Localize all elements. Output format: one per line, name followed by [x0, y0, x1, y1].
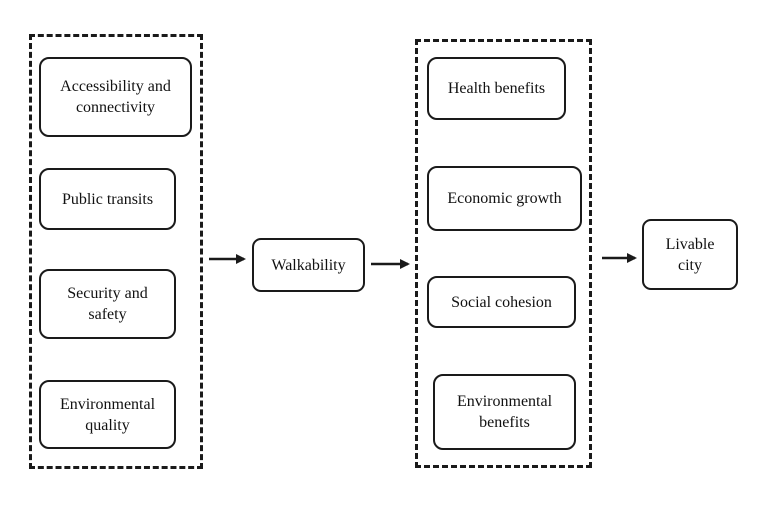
node-accessibility-connectivity: Accessibility and connectivity — [39, 57, 192, 137]
node-public-transits: Public transits — [39, 168, 176, 230]
node-environmental-quality: Environmental quality — [39, 380, 176, 449]
node-livable-city: Livable city — [642, 219, 738, 290]
node-health-benefits: Health benefits — [427, 57, 566, 120]
node-economic-growth: Economic growth — [427, 166, 582, 231]
benefits-group — [415, 39, 592, 468]
node-environmental-benefits: Environmental benefits — [433, 374, 576, 450]
node-walkability: Walkability — [252, 238, 365, 292]
node-security-safety: Security and safety — [39, 269, 176, 339]
input-factors-group — [29, 34, 203, 469]
node-social-cohesion: Social cohesion — [427, 276, 576, 328]
